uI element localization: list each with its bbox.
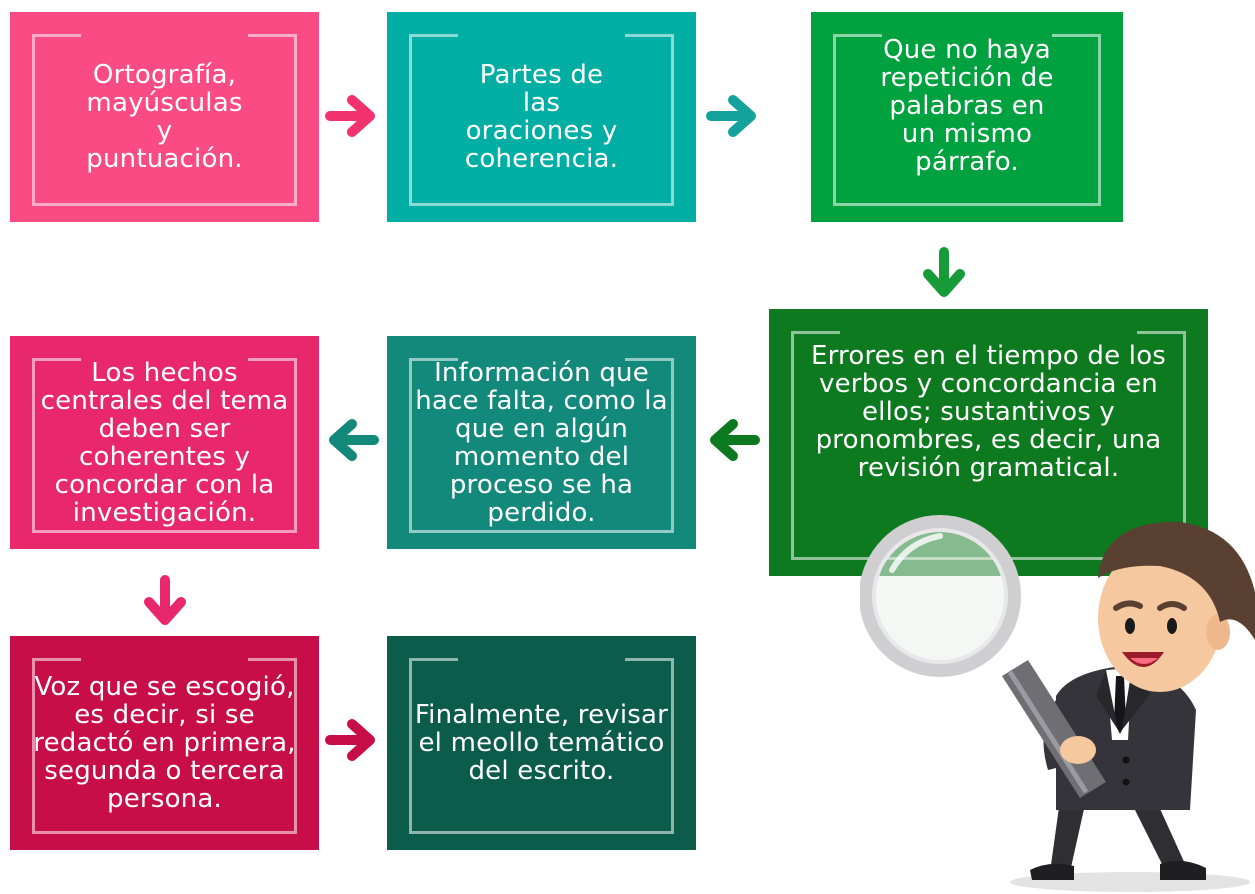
arrow-right-icon — [706, 95, 756, 137]
step-box-narrative-voice: Voz que se escogió, es decir, si se reda… — [10, 636, 319, 850]
arrow-right-icon — [325, 95, 375, 137]
step-box-central-facts: Los hechos centrales del tema deben ser … — [10, 336, 319, 549]
step-box-thematic-core: Finalmente, revisar el meollo temático d… — [387, 636, 696, 850]
step-text: Voz que se escogió, es decir, si se reda… — [33, 672, 296, 814]
step-text: Los hechos centrales del tema deben ser … — [40, 357, 289, 528]
step-box-word-repetition: Que no haya repetición de palabras en un… — [811, 12, 1123, 222]
step-box-missing-information: Información que hace falta, como la que … — [387, 336, 696, 549]
step-box-orthography: Ortografía, mayúsculas y puntuación. — [10, 12, 319, 222]
step-text: Finalmente, revisar el meollo temático d… — [414, 700, 669, 786]
arrow-left-icon — [710, 419, 760, 461]
step-text: Información que hace falta, como la que … — [415, 357, 668, 528]
step-text: Errores en el tiempo de los verbos y con… — [810, 340, 1167, 483]
arrow-down-icon — [144, 575, 186, 625]
step-text: Ortografía, mayúsculas y puntuación. — [86, 60, 243, 174]
step-box-sentence-parts: Partes de las oraciones y coherencia. — [387, 12, 696, 222]
arrow-down-icon — [923, 247, 965, 297]
arrow-left-icon — [329, 419, 379, 461]
step-text: Que no haya repetición de palabras en un… — [880, 35, 1054, 177]
arrow-right-icon — [325, 719, 375, 761]
step-box-grammar-review: Errores en el tiempo de los verbos y con… — [769, 309, 1208, 576]
businessman-magnifier-illustration — [860, 515, 1255, 892]
step-text: Partes de las oraciones y coherencia. — [464, 60, 619, 174]
